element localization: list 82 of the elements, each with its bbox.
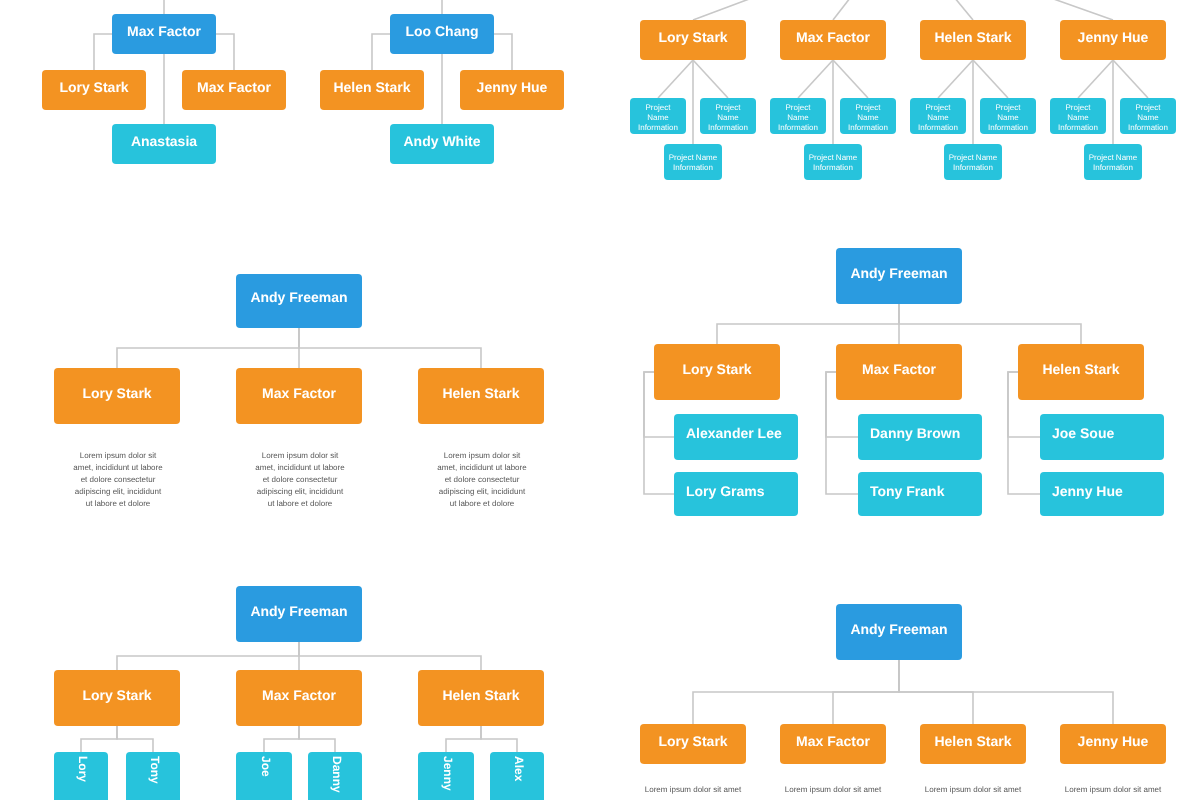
manager-box [390,14,494,54]
connector-line [825,371,859,495]
member-box [308,752,362,800]
connector-line [480,725,518,753]
team-lead-box [1060,724,1166,764]
member-box [112,124,216,164]
member-box [674,414,798,460]
team-lead-box [780,20,886,60]
manager-box [836,248,962,304]
connector-line [298,327,482,369]
team-lead-box [418,670,544,726]
team-lead-box [236,670,362,726]
team-lead-box [640,20,746,60]
manager-box [836,604,962,660]
team-lead-box [640,724,746,764]
connector-line [898,303,1082,345]
team-lead-box [780,724,886,764]
project-box [980,98,1036,134]
connector-line [692,59,694,145]
team-lead-box [654,344,780,400]
team-lead-box [320,70,424,110]
project-box [944,144,1002,180]
connector-line [163,0,165,15]
team-lead-box [836,344,962,400]
team-lead-box [460,70,564,110]
manager-box [112,14,216,54]
connector-line [163,53,165,125]
member-box [674,472,798,516]
connector-line [1112,59,1149,99]
member-box [858,414,982,460]
team-lead-box [1018,344,1144,400]
team-lead-box [182,70,286,110]
connector-line [1112,59,1114,145]
project-box [804,144,862,180]
team-lead-box [1060,20,1166,60]
connector-line [1007,371,1041,495]
project-box [1084,144,1142,180]
connector-line [441,0,443,15]
team-lead-box [418,368,544,424]
connector-line [215,33,235,71]
project-box [1120,98,1176,134]
connector-line [657,59,694,99]
team-lead-box [920,20,1026,60]
member-box [490,752,544,800]
connector-line [298,641,482,671]
member-box [236,752,292,800]
team-lead-box [54,368,180,424]
member-box [126,752,180,800]
project-box [910,98,966,134]
member-box [390,124,494,164]
connector-line [972,59,974,145]
connector-line [93,33,113,71]
connector-line [832,59,869,99]
connector-line [441,53,443,125]
member-box [1040,414,1164,460]
connector-line [832,59,834,145]
connector-line [937,59,974,99]
member-box [418,752,474,800]
connector-line [797,59,834,99]
project-box [1050,98,1106,134]
connector-line [371,33,391,71]
connector-line [972,59,1009,99]
connector-line [116,725,154,753]
project-box [840,98,896,134]
project-box [630,98,686,134]
team-lead-box [54,670,180,726]
project-box [664,144,722,180]
connector-line [1077,59,1114,99]
member-box [54,752,108,800]
connector-line [692,59,729,99]
connector-line [298,725,336,753]
member-box [1040,472,1164,516]
connector-line [493,33,513,71]
team-lead-box [236,368,362,424]
team-lead-box [920,724,1026,764]
manager-box [236,586,362,642]
manager-box [236,274,362,328]
project-box [770,98,826,134]
team-lead-box [42,70,146,110]
project-box [700,98,756,134]
connector-line [643,371,675,495]
member-box [858,472,982,516]
